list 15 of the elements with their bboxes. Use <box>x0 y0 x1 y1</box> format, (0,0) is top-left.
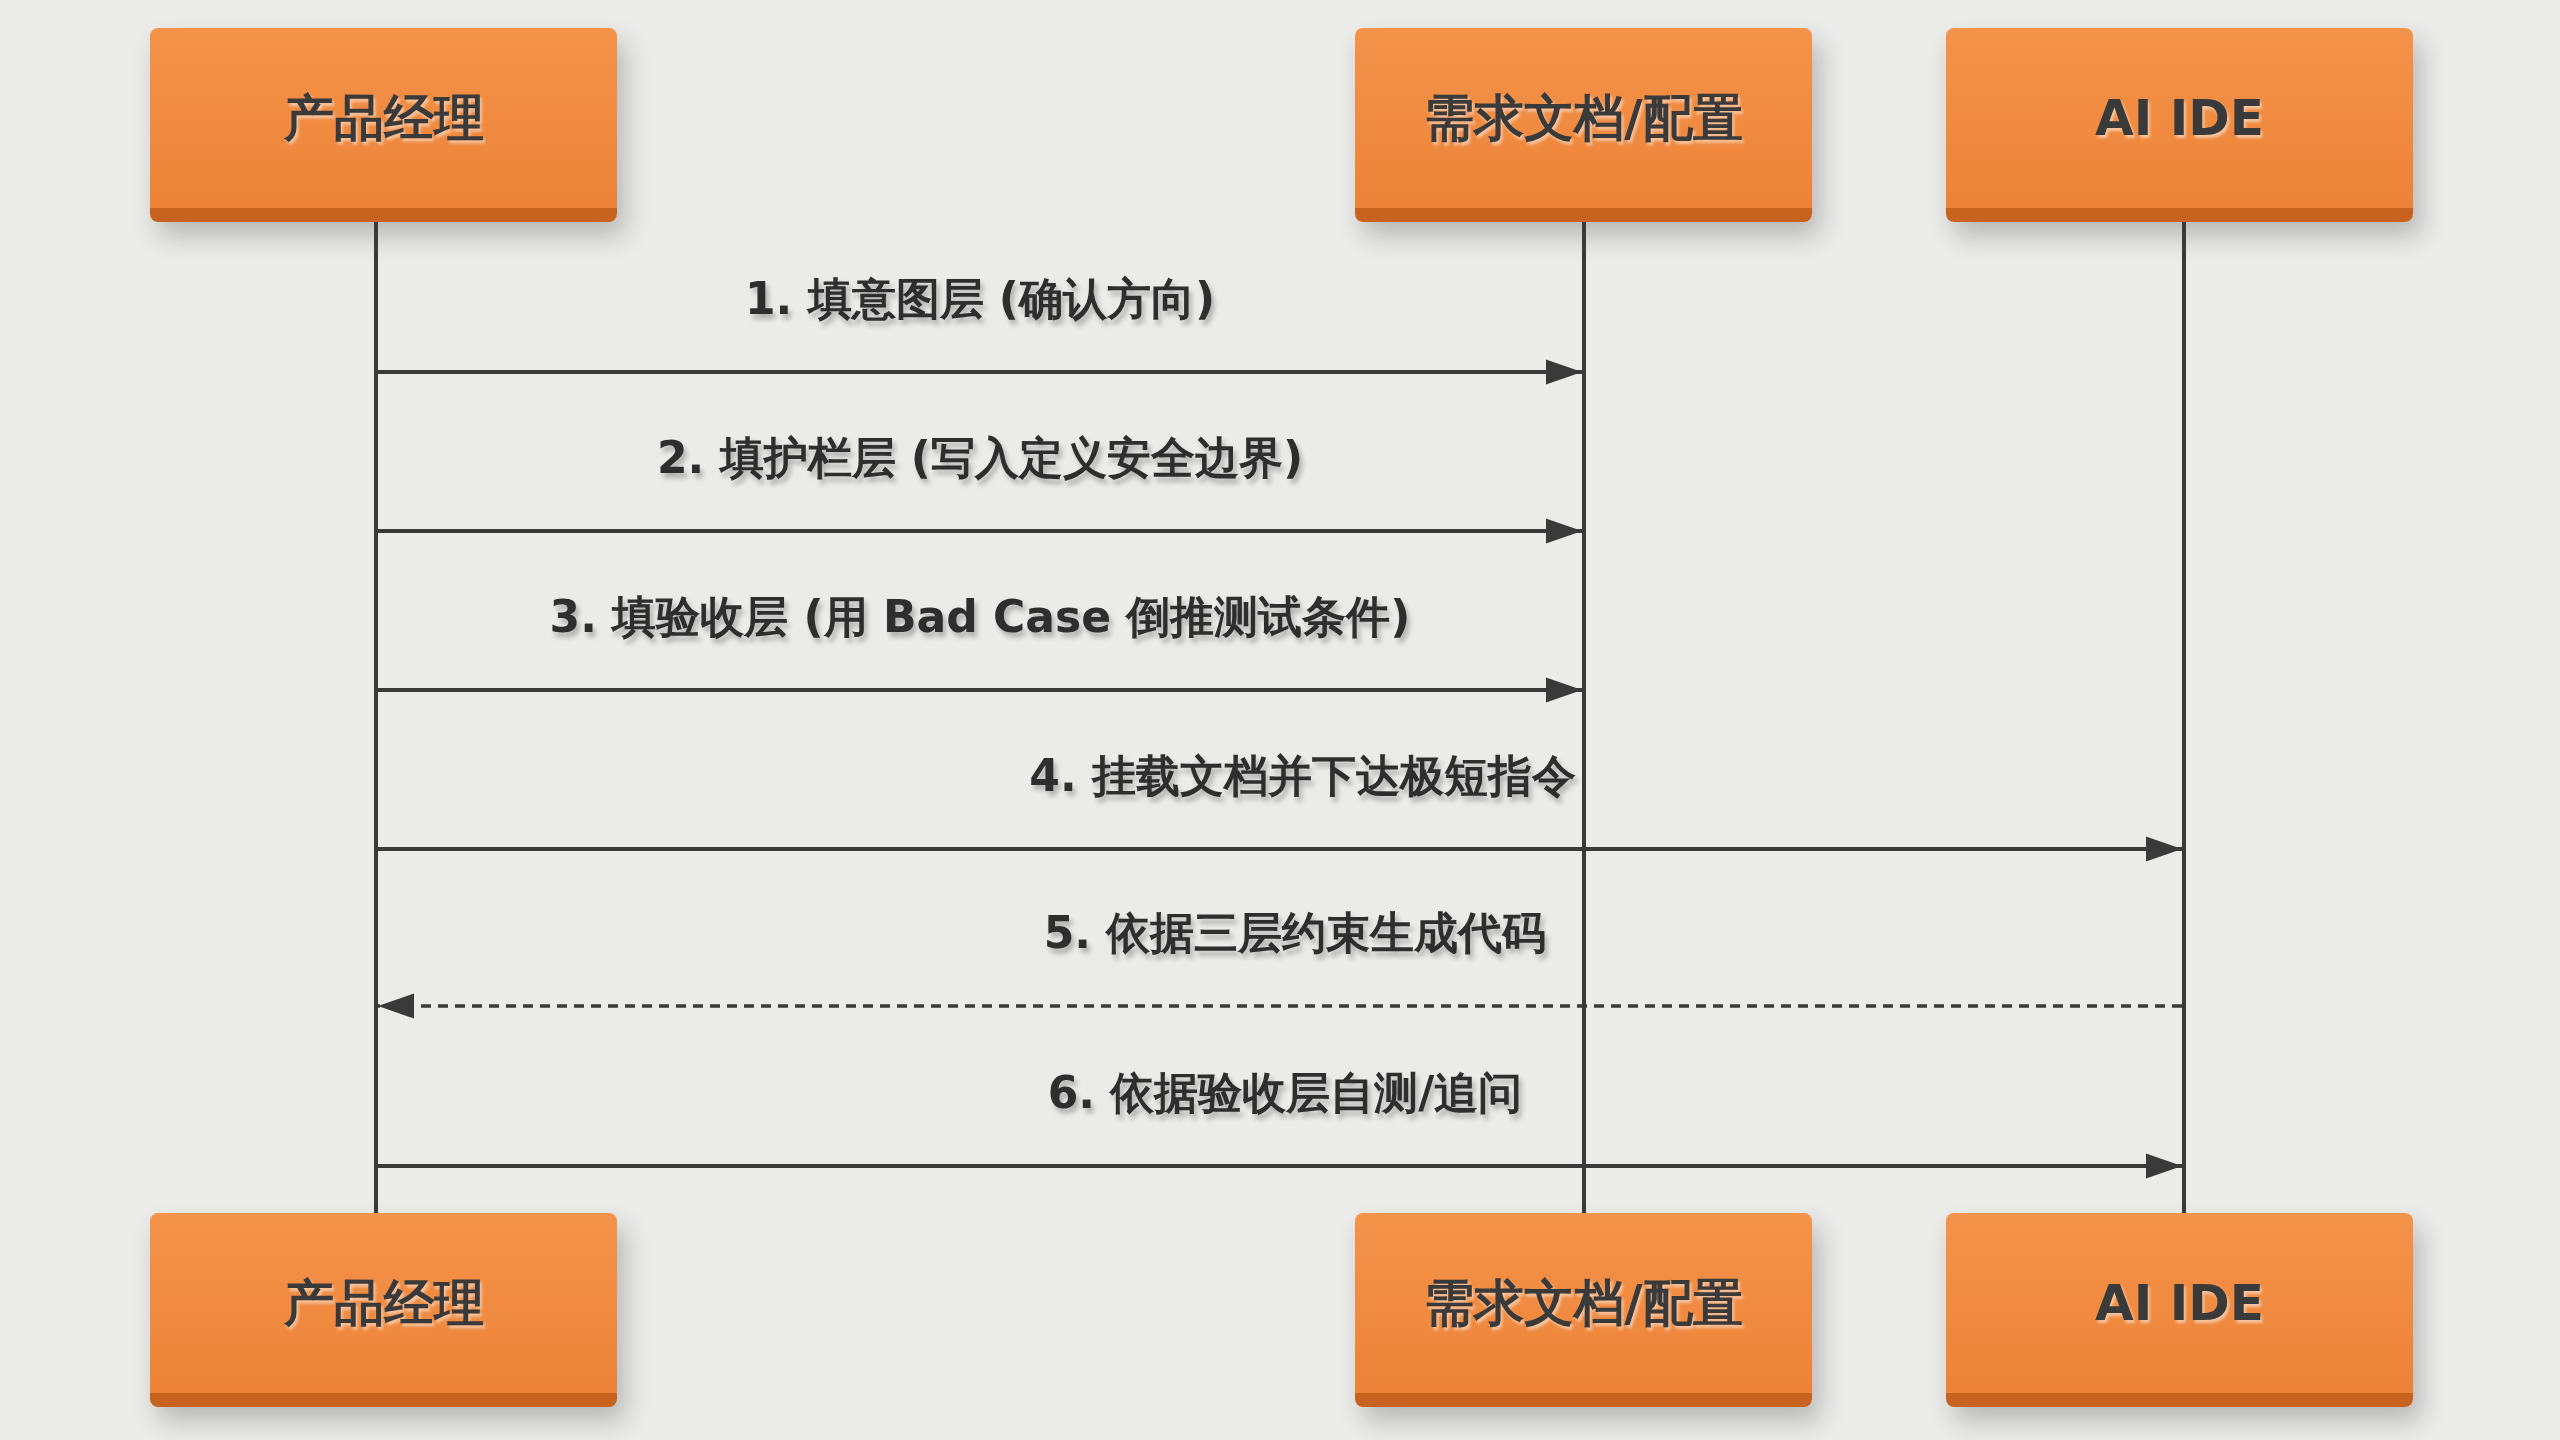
lifeline <box>374 222 378 1213</box>
participant-box: 需求文档/配置 <box>1355 1213 1812 1407</box>
participant-box: 产品经理 <box>150 1213 617 1407</box>
message-arrow <box>378 518 1582 544</box>
message-arrow <box>378 677 1582 703</box>
message-arrow <box>378 836 2182 862</box>
participant-box: 需求文档/配置 <box>1355 28 1812 222</box>
lifeline <box>1582 222 1586 1213</box>
participant-box: 产品经理 <box>150 28 617 222</box>
message-arrow <box>378 359 1582 385</box>
message-arrow <box>378 1153 2182 1179</box>
lifeline <box>2182 222 2186 1213</box>
participant-box: AI IDE <box>1946 1213 2413 1407</box>
participant-box: AI IDE <box>1946 28 2413 222</box>
message-arrow <box>378 993 2182 1019</box>
